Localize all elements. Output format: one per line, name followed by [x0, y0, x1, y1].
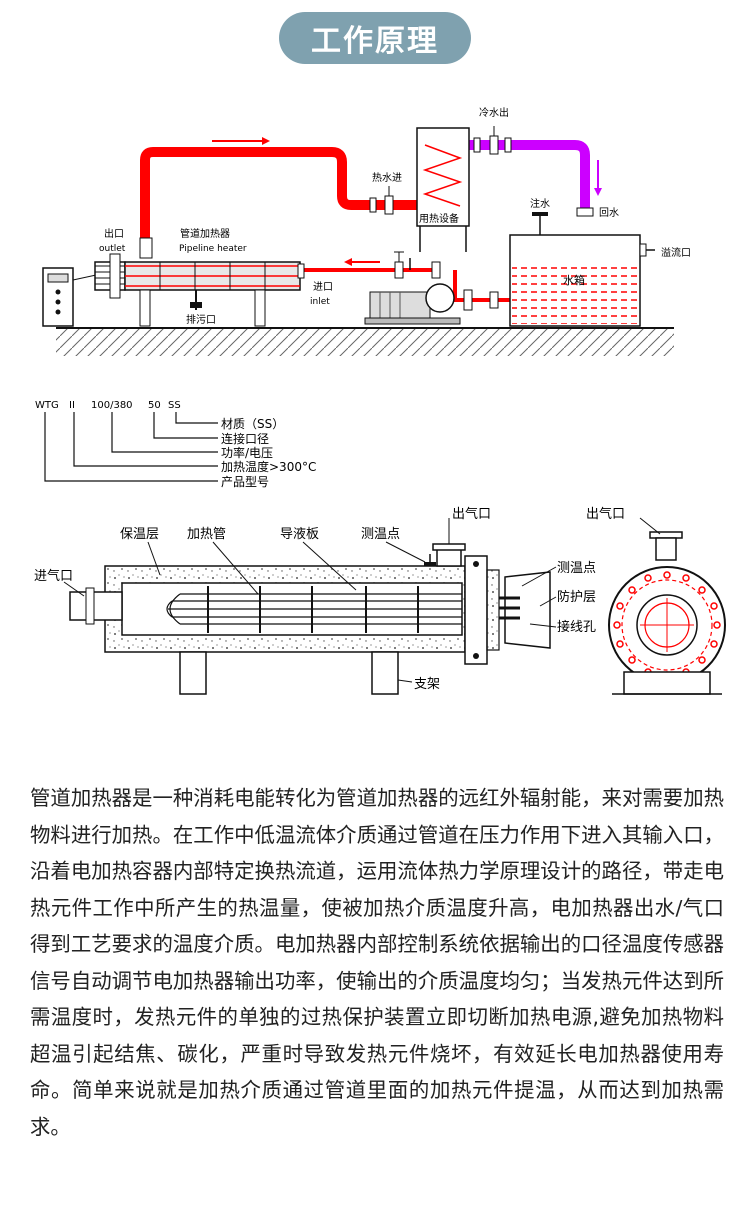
label-fill: 注水 [530, 197, 550, 210]
label-wiring: 接线孔 [557, 619, 596, 635]
cold-water-pipe [468, 140, 590, 212]
pump [364, 283, 499, 325]
label-gas-out: 出气口 [452, 506, 491, 522]
label-heat-tube: 加热管 [187, 527, 226, 542]
code-material: SS [168, 400, 181, 411]
label-heater-cn: 管道加热器 [180, 227, 230, 240]
label-hot-in: 热水进 [372, 171, 402, 184]
label-gas-out-side: 出气口 [586, 506, 625, 522]
inlet-valves [297, 251, 441, 279]
label-heater-en: Pipeline heater [179, 244, 247, 254]
code-ii: II [69, 400, 75, 411]
heat-device [369, 126, 512, 252]
label-temp-point-2: 测温点 [557, 561, 596, 576]
legend-size: 连接口径 [221, 431, 269, 446]
label-inlet-cn: 进口 [313, 281, 333, 293]
label-protect: 防护层 [557, 589, 596, 605]
system-diagram: 出口 outlet 管道加热器 Pipeline heater 排污口 进口 i… [42, 106, 691, 356]
pipeline-heater [94, 237, 301, 327]
label-return: 回水 [599, 207, 619, 219]
side-view [608, 517, 726, 695]
label-support: 支架 [414, 677, 440, 692]
hot-water-pipe [140, 147, 420, 240]
description-paragraph: 管道加热器是一种消耗电能转化为管道加热器的远红外辐射能，来对需要加热物料进行加热… [30, 786, 724, 1139]
label-overflow: 溢流口 [661, 246, 691, 259]
legend-material: 材质（SS） [221, 417, 284, 431]
ground [56, 327, 674, 356]
label-inlet-en: inlet [310, 297, 330, 307]
label-device: 用热设备 [419, 212, 459, 225]
section-diagram: 进气口 保温层 加热管 导液板 测温点 出气口 测温点 防护层 接线孔 支架 出… [34, 506, 726, 695]
model-code-diagram: WTG II 100/380 50 SS 材质（SS） 连接口径 功率/电压 加… [35, 400, 316, 489]
legend-power: 功率/电压 [221, 445, 273, 460]
water-tank [509, 207, 655, 327]
legend-temp: 加热温度>300°C [221, 459, 316, 474]
label-insulation: 保温层 [120, 527, 159, 542]
code-power: 100/380 [91, 400, 133, 411]
label-outlet-en: outlet [99, 244, 126, 254]
label-drain: 排污口 [186, 313, 216, 326]
schematic-diagrams: 出口 outlet 管道加热器 Pipeline heater 排污口 进口 i… [34, 106, 726, 695]
code-size: 50 [148, 400, 161, 411]
page-title: 工作原理 [311, 24, 439, 59]
label-gas-in: 进气口 [34, 568, 73, 584]
code-wtg: WTG [35, 400, 59, 411]
label-tank: 水箱 [563, 273, 585, 287]
label-baffle: 导液板 [280, 527, 319, 542]
label-cold-out: 冷水出 [479, 106, 509, 119]
label-temp-point: 测温点 [361, 527, 400, 542]
label-outlet-cn: 出口 [104, 227, 124, 240]
page-title-pill: 工作原理 [279, 12, 471, 64]
legend-model: 产品型号 [221, 475, 269, 489]
